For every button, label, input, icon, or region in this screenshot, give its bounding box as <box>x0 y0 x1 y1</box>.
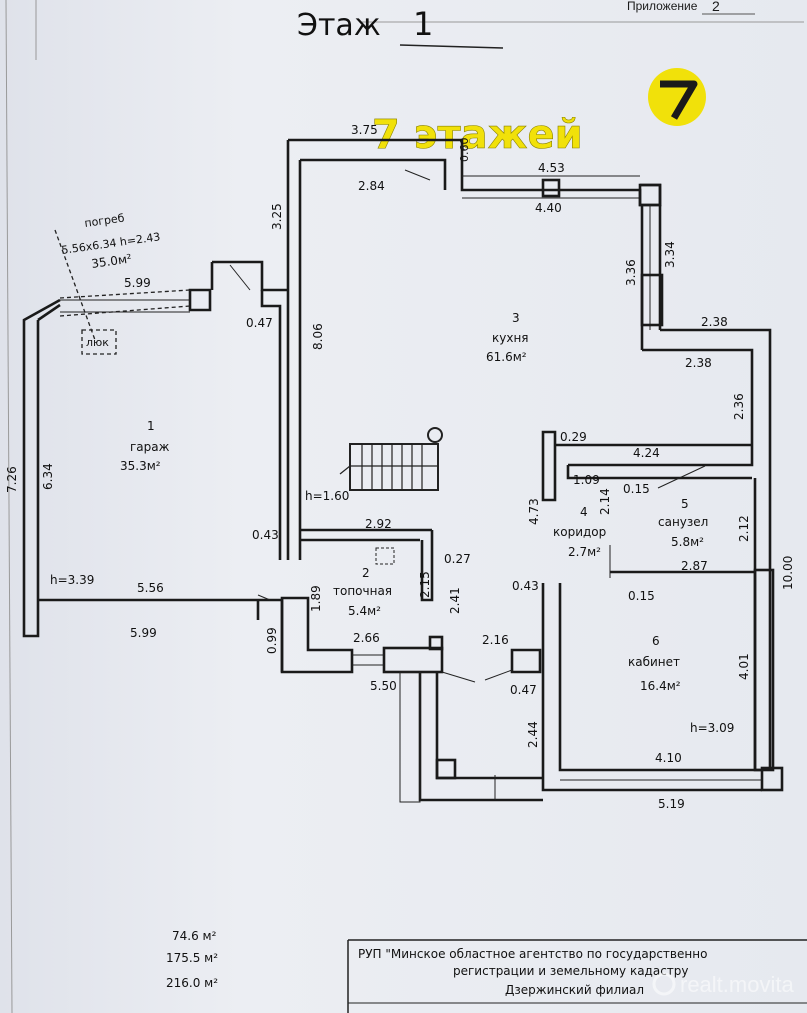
dim-label: 5.50 <box>370 679 397 693</box>
floor-underline <box>399 44 504 49</box>
stamp-line3: Дзержинский филиал <box>505 983 644 997</box>
dim-label: 3.36 <box>624 259 638 286</box>
kitchen-height: h=1.60 <box>305 489 349 503</box>
dim-label: 0.15 <box>623 482 650 496</box>
dim-label: 4.10 <box>655 751 682 765</box>
dim-label: 6.34 <box>41 463 55 490</box>
office-name: кабинет <box>628 655 680 669</box>
dim-label: 5.19 <box>658 797 685 811</box>
dim-label: 2.92 <box>365 517 392 531</box>
cellar-hatch: люк <box>86 336 109 349</box>
room-labels: погреб 5.56x6.34 h=2.43 35.0м² люк 1 гар… <box>50 211 734 735</box>
dim-label: 0.47 <box>246 316 273 330</box>
dim-label: 4.53 <box>538 161 565 175</box>
appendix-label: Приложение <box>627 0 698 13</box>
kitchen-name: кухня <box>492 331 529 345</box>
cellar-dims: 5.56x6.34 h=2.43 <box>61 230 162 257</box>
cellar-outline <box>54 229 191 355</box>
dim-label: 0.15 <box>628 589 655 603</box>
dim-label: 2.14 <box>598 488 612 515</box>
garage-name: гараж <box>130 440 170 454</box>
dim-label: 2.87 <box>681 559 708 573</box>
dim-label: 2.66 <box>353 631 380 645</box>
dim-label: 2.38 <box>701 315 728 329</box>
cellar-area: 35.0м² <box>90 251 132 271</box>
dim-label: 5.99 <box>130 626 157 640</box>
dim-label: 4.40 <box>535 201 562 215</box>
corridor-number: 4 <box>580 505 588 519</box>
dim-label: 3.75 <box>351 123 378 137</box>
dim-label: 0.29 <box>560 430 587 444</box>
bathroom-area: 5.8м² <box>671 535 704 549</box>
appendix-number: 2 <box>712 0 720 14</box>
dim-label: 4.24 <box>633 446 660 460</box>
garage-height: h=3.39 <box>50 573 94 587</box>
dimension-labels: 3.75 0.60 4.53 4.40 2.84 3.25 3.36 3.34 … <box>5 123 795 811</box>
movita-logo-icon: realt.movita <box>652 972 794 997</box>
total-area: 216.0 м² <box>166 976 218 990</box>
dim-label: 2.16 <box>482 633 509 647</box>
stamp-line2: регистрации и земельному кадастру <box>453 964 689 978</box>
dim-label: 7.26 <box>5 466 19 493</box>
dim-label: 3.25 <box>270 203 284 230</box>
boiler-number: 2 <box>362 566 370 580</box>
dim-label: 8.06 <box>311 323 325 350</box>
floor-number: 1 <box>413 5 433 43</box>
dim-label: 0.43 <box>512 579 539 593</box>
dim-label: 0.27 <box>444 552 471 566</box>
kitchen-area: 61.6м² <box>486 350 527 364</box>
total-area: 74.6 м² <box>172 929 217 943</box>
garage-number: 1 <box>147 419 155 433</box>
garage-area: 35.3м² <box>120 459 161 473</box>
corridor-area: 2.7м² <box>568 545 601 559</box>
site-watermark: realt.movita <box>680 972 794 997</box>
dim-label: 3.34 <box>663 241 677 268</box>
dim-label: 0.99 <box>265 627 279 654</box>
dim-label: 2.41 <box>448 587 462 614</box>
dim-label: 2.44 <box>526 721 540 748</box>
dim-label: 1.09 <box>573 473 600 487</box>
dim-label: 5.56 <box>137 581 164 595</box>
boiler-name: топочная <box>333 584 392 598</box>
office-number: 6 <box>652 634 660 648</box>
seven-logo-icon <box>648 68 706 126</box>
watermark-text: 7 этажей <box>372 112 583 158</box>
dim-label: 0.47 <box>510 683 537 697</box>
kitchen-number: 3 <box>512 311 520 325</box>
dim-label: 2.15 <box>418 571 432 598</box>
dim-label: 2.12 <box>737 515 751 542</box>
dim-label: 2.84 <box>358 179 385 193</box>
staircase <box>339 427 443 491</box>
dim-label: 4.73 <box>527 498 541 525</box>
bathroom-door-swing <box>657 465 706 489</box>
boiler-area: 5.4м² <box>348 604 381 618</box>
dim-label: 0.43 <box>252 528 279 542</box>
area-totals: 74.6 м² 175.5 м² 216.0 м² <box>166 929 218 990</box>
dim-label: 4.01 <box>737 653 751 680</box>
dim-label: 2.38 <box>685 356 712 370</box>
sheet-border <box>5 0 13 1013</box>
total-area: 175.5 м² <box>166 951 218 965</box>
stamp-block: РУП "Минское областное агентство по госу… <box>347 939 807 1013</box>
dim-label: 1.89 <box>309 585 323 612</box>
dim-label: 0.60 <box>458 138 471 163</box>
corridor-name: коридор <box>553 525 606 539</box>
walls <box>22 138 784 803</box>
stamp-line1: РУП "Минское областное агентство по госу… <box>358 947 707 961</box>
dim-label: 2.36 <box>732 393 746 420</box>
bathroom-name: санузел <box>658 515 708 529</box>
floor-label: Этаж <box>297 8 381 43</box>
kitchen-door-swing <box>404 169 431 181</box>
cellar-name: погреб <box>84 211 126 230</box>
dim-label: 10.00 <box>781 556 795 590</box>
boiler-fixture <box>375 547 395 565</box>
bathroom-number: 5 <box>681 497 689 511</box>
dim-label: 5.99 <box>124 276 151 290</box>
office-height: h=3.09 <box>690 721 734 735</box>
office-area: 16.4м² <box>640 679 681 693</box>
